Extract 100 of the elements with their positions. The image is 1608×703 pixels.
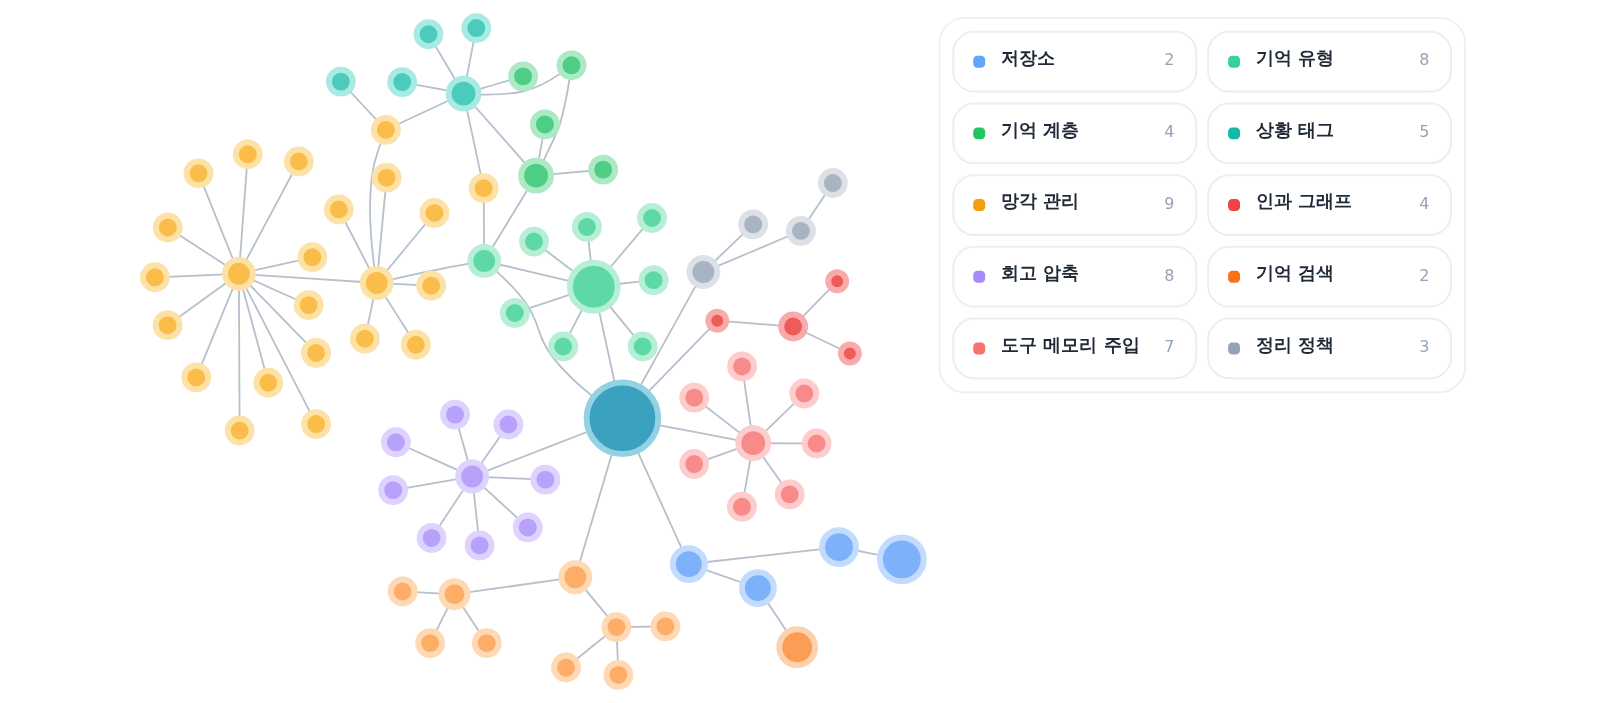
node-circle bbox=[819, 527, 859, 568]
node-circle bbox=[518, 157, 554, 194]
connector bbox=[490, 188, 529, 250]
node-circle bbox=[727, 491, 757, 522]
node-circle bbox=[139, 262, 170, 293]
connector bbox=[800, 287, 832, 319]
node-circle bbox=[601, 612, 632, 643]
node-circle bbox=[183, 158, 214, 189]
node-circle bbox=[221, 256, 256, 291]
node-circle bbox=[445, 75, 482, 112]
node-circle bbox=[253, 367, 284, 398]
node-circle bbox=[464, 530, 495, 561]
node-circle bbox=[679, 382, 710, 413]
node-circle bbox=[378, 475, 409, 506]
node-circle bbox=[224, 415, 255, 446]
node-circle bbox=[297, 242, 328, 273]
node-circle bbox=[419, 198, 450, 228]
node-circle bbox=[669, 545, 708, 583]
connector bbox=[384, 221, 428, 273]
node-circle bbox=[603, 660, 634, 690]
connector bbox=[806, 192, 827, 222]
node-circle bbox=[301, 409, 332, 439]
node-circle bbox=[359, 266, 394, 300]
label: 4 bbox=[1419, 193, 1430, 213]
legend-label: 기억 유형 bbox=[1255, 47, 1335, 69]
legend-label: 기억 검색 bbox=[1255, 262, 1335, 284]
connector bbox=[608, 304, 636, 338]
node-circle bbox=[556, 50, 587, 81]
label: 2 bbox=[1419, 265, 1430, 285]
node-circle bbox=[232, 139, 263, 170]
node-circle bbox=[416, 523, 447, 553]
node-circle bbox=[400, 329, 431, 360]
node-circle bbox=[738, 209, 769, 240]
legend-label: 기억 계층 bbox=[1001, 118, 1080, 140]
node-circle bbox=[558, 560, 593, 595]
node-circle bbox=[530, 109, 560, 140]
node-circle bbox=[325, 66, 356, 97]
node-circle bbox=[380, 427, 411, 458]
node-circle bbox=[461, 13, 492, 43]
legend-label: 도구 메모리 주입 bbox=[1001, 333, 1140, 355]
node-circle bbox=[152, 212, 183, 243]
node-circle bbox=[438, 578, 471, 611]
node-circle bbox=[508, 61, 539, 92]
node-circle bbox=[415, 628, 446, 659]
connector bbox=[479, 433, 503, 466]
node-circle bbox=[686, 255, 721, 289]
label: 8 bbox=[1419, 50, 1430, 70]
connector bbox=[639, 283, 698, 388]
connector bbox=[761, 454, 784, 486]
node-circle bbox=[876, 534, 927, 585]
node-circle bbox=[583, 379, 662, 458]
node-circle bbox=[152, 310, 183, 341]
legend-label: 저장소 bbox=[1001, 47, 1056, 69]
connector bbox=[437, 487, 466, 529]
node-circle bbox=[588, 154, 619, 185]
node-circle bbox=[778, 311, 809, 342]
node-circle bbox=[627, 331, 658, 362]
node-circle bbox=[776, 626, 819, 669]
node-circle bbox=[638, 265, 669, 296]
node-circle bbox=[387, 67, 418, 97]
label: 8 bbox=[1164, 265, 1175, 285]
node-circle bbox=[679, 449, 710, 479]
legend-label: 인과 그래프 bbox=[1255, 190, 1353, 212]
connector bbox=[481, 485, 520, 520]
node-circle bbox=[548, 331, 579, 362]
node-circle bbox=[837, 341, 862, 366]
label: 4 bbox=[1164, 122, 1175, 142]
node-circle bbox=[519, 226, 549, 257]
legend-label: 회고 압축 bbox=[1001, 262, 1080, 284]
node-circle bbox=[512, 512, 543, 543]
node-circle bbox=[467, 244, 502, 278]
connector bbox=[763, 401, 797, 434]
node-circle bbox=[493, 409, 524, 440]
node-circle bbox=[786, 215, 816, 246]
node-circle bbox=[323, 194, 354, 225]
node-circle bbox=[825, 269, 850, 294]
connector bbox=[608, 226, 645, 269]
node-circle bbox=[650, 611, 681, 642]
node-circle bbox=[801, 428, 832, 459]
node-circle bbox=[566, 259, 621, 314]
node-circle bbox=[572, 212, 602, 242]
node-circle bbox=[416, 270, 447, 301]
node-circle bbox=[817, 168, 848, 198]
node-circle bbox=[705, 308, 730, 333]
label: 9 bbox=[1164, 193, 1175, 213]
node-circle bbox=[471, 628, 502, 659]
connector bbox=[583, 587, 610, 619]
node-circle bbox=[349, 323, 380, 354]
label: 7 bbox=[1164, 337, 1175, 357]
connector bbox=[494, 269, 594, 398]
node-circle bbox=[181, 362, 212, 393]
node-circle bbox=[499, 298, 530, 328]
node-circle bbox=[455, 459, 490, 494]
node-circle bbox=[468, 173, 499, 204]
node-circle bbox=[371, 162, 402, 193]
node-circle bbox=[413, 19, 444, 50]
node-circle bbox=[551, 652, 581, 683]
connector bbox=[244, 285, 312, 414]
node-circle bbox=[387, 576, 418, 607]
node-circle bbox=[301, 338, 331, 368]
